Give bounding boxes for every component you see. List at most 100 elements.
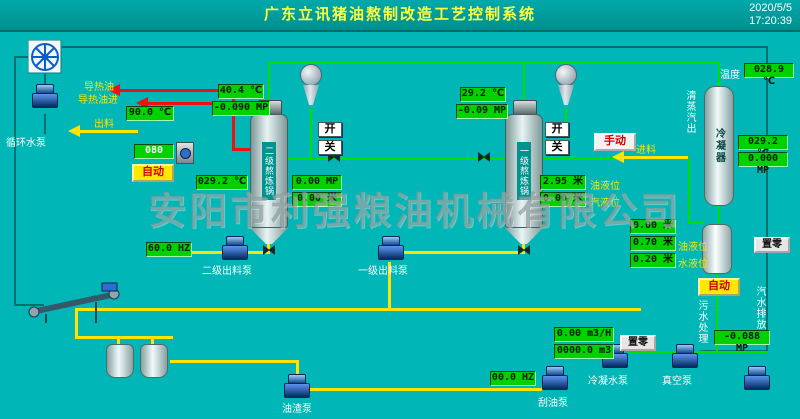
pipe-segment [44, 74, 46, 84]
valve-icon[interactable] [263, 245, 275, 255]
v1-level-display: 0.00 米 [292, 192, 342, 207]
pipe-segment [232, 148, 258, 151]
vessel-cone [505, 228, 543, 244]
valve-icon[interactable] [328, 152, 340, 162]
valve-icon[interactable] [518, 245, 530, 255]
separator-tank [702, 224, 732, 274]
heat-oil-in-label: 导热油进 [78, 95, 118, 106]
flow-inst-display: 0.00 m3/H [554, 327, 614, 342]
date-text: 2020/5/5 [749, 2, 792, 14]
circ-pump-label: 循环水泵 [6, 138, 46, 149]
agitator-motor-icon [513, 100, 537, 115]
pipe-segment [117, 338, 120, 346]
setpoint-display[interactable]: 080 [134, 144, 174, 159]
pump2-freq-display: 60.0 HZ [146, 242, 192, 257]
pipe-segment [75, 308, 78, 338]
cond-press-display: 0.000 MP [738, 152, 788, 176]
pump3-freq-display: 00.0 HZ [490, 371, 536, 386]
secondary-discharge-pump[interactable] [222, 236, 248, 260]
condenser-label: 冷凝器 [713, 128, 725, 164]
sep-water-level-display: 0.20 米 [630, 253, 676, 268]
residue-tank-1 [106, 344, 134, 378]
arrow-left-icon [68, 125, 80, 137]
close-button-2[interactable]: 关 [545, 140, 569, 155]
sep-oil-level-label: 油液位 [678, 242, 708, 253]
manual-button[interactable]: 手动 [594, 133, 636, 151]
pipe-segment [310, 108, 312, 158]
pipe-segment [296, 360, 299, 376]
circulation-pump[interactable] [32, 84, 58, 108]
pipe-segment [44, 114, 46, 134]
secondary-discharge-pump-label: 二级出料泵 [202, 266, 252, 277]
zero-button-flow[interactable]: 置零 [620, 335, 656, 351]
vessel-body: 二级熬炼锅 [250, 114, 288, 228]
residue-pump[interactable] [284, 374, 310, 398]
heat-oil-label: 导热油 [84, 82, 114, 93]
pipe-segment [75, 308, 641, 311]
vessel-primary-label: 一级熬炼锅 [517, 142, 531, 200]
scraper-pump-label: 刮油泵 [538, 398, 568, 409]
v1-top-temp-display: 40.4 ℃ [218, 84, 264, 99]
auto-button-right[interactable]: 自动 [698, 278, 740, 296]
valve-icon[interactable] [478, 152, 490, 162]
v2-oil-level-display: 2.95 米 [540, 175, 586, 190]
valve-actuator-icon[interactable] [176, 142, 194, 164]
v2-top-press-display: -0.09 MP [456, 104, 508, 119]
pipe-segment [766, 46, 768, 352]
sep-level-display: 0.00 米 [630, 219, 676, 234]
datetime: 2020/5/5 17:20:39 [749, 2, 792, 28]
pipe-segment [310, 388, 542, 391]
v2-oil-level-label: 油液位 [590, 181, 620, 192]
feed-label: 进料 [636, 145, 656, 156]
flow-total-display: 0000.0 m3 [554, 344, 614, 359]
pipe-segment [80, 130, 138, 133]
open-button-2[interactable]: 开 [545, 122, 569, 137]
residue-conveyor[interactable] [26, 282, 126, 329]
primary-discharge-pump-label: 一级出料泵 [358, 266, 408, 277]
discharge-label: 出料 [94, 119, 114, 130]
pipe-segment [718, 351, 768, 353]
v2-top-temp-display: 29.2 ℃ [460, 87, 506, 102]
zero-button-separator[interactable]: 置零 [754, 237, 790, 253]
pipe-segment [248, 251, 270, 254]
cond-water-temp-display: 028.9 ℃ [744, 63, 794, 87]
pipe-segment [688, 158, 690, 224]
v2-vapor-level-display: 0.00 米 [540, 192, 586, 207]
primary-discharge-pump[interactable] [378, 236, 404, 260]
pipe-segment [716, 272, 718, 352]
condenser: 冷凝器 [704, 86, 734, 206]
sewage-label: 污水处理 [696, 300, 707, 344]
close-button-1[interactable]: 关 [318, 140, 342, 155]
arrow-left-icon [612, 151, 624, 163]
pipe-segment [151, 338, 154, 346]
fan-icon[interactable] [27, 39, 62, 79]
pipe-segment [388, 262, 391, 310]
open-button-1[interactable]: 开 [318, 122, 342, 137]
arrow-left-icon [108, 84, 120, 96]
pipe-segment [718, 206, 720, 224]
pipe-segment [718, 62, 720, 86]
pipe-segment [624, 156, 688, 159]
time-text: 17:20:39 [749, 15, 792, 27]
pipe-segment [268, 62, 720, 64]
pipe-segment [688, 222, 704, 224]
pipe-segment [523, 62, 525, 116]
v1-top-press-display: -0.090 MP [212, 101, 270, 116]
pipe-segment [232, 89, 235, 151]
residue-tank-2 [140, 344, 168, 378]
vac-press-display: -0.088 MP [714, 330, 770, 354]
vacuum-pump[interactable] [672, 344, 698, 368]
pipe-segment [14, 56, 30, 58]
pipe-segment [268, 62, 270, 116]
pipe-segment [62, 46, 768, 48]
drain-label: 汽水排放 [754, 286, 765, 330]
pipe-segment [628, 351, 718, 353]
vacuum-pump-label: 真空泵 [662, 376, 692, 387]
vessel-cone [250, 228, 288, 244]
auto-button-left[interactable]: 自动 [132, 164, 174, 182]
condensate-pump-label: 冷凝水泵 [588, 376, 628, 387]
scraper-pump[interactable] [542, 366, 568, 390]
vacuum-unit-pump[interactable] [744, 366, 770, 390]
page-title: 广东立讯猪油熬制改造工艺控制系统 [263, 6, 536, 23]
